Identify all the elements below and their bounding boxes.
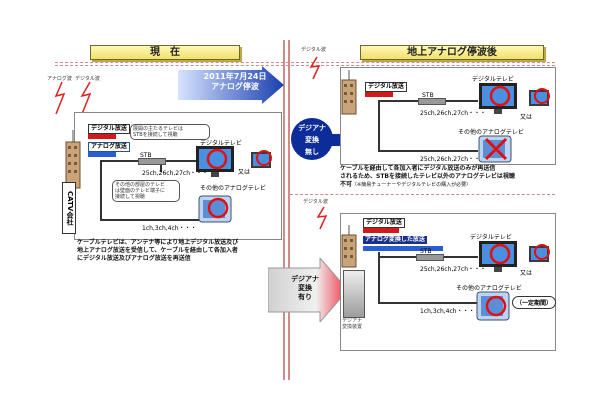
other-analog-tv-label: その他のアナログテレビ bbox=[200, 185, 266, 192]
digital-broadcast-label: デジタル放送 bbox=[363, 218, 405, 228]
badge-line: デジアナ bbox=[298, 124, 326, 132]
cable-to-analog bbox=[378, 150, 478, 152]
lightning-icon bbox=[309, 56, 321, 80]
analog-arrow bbox=[88, 152, 116, 157]
cable-to-analog bbox=[378, 302, 478, 304]
lightning-icon bbox=[54, 81, 92, 115]
cable-vertical bbox=[100, 160, 102, 220]
cable-branch bbox=[160, 160, 162, 172]
digiana-with-label: デジアナ 変換 有り bbox=[285, 275, 325, 302]
other-analog-tv-label: その他のアナログテレビ bbox=[458, 129, 524, 136]
date-line: 2011年7月24日 bbox=[203, 72, 267, 81]
top-dashed-line-2 bbox=[55, 65, 555, 66]
converter-device bbox=[343, 270, 365, 318]
tower-building-icon bbox=[341, 225, 357, 268]
stb-device bbox=[418, 98, 446, 105]
analog-arrow bbox=[363, 246, 443, 251]
small-tv-icon bbox=[529, 88, 550, 106]
after-none-description-main: ケーブルを経由して各加入者にデジタル放送のみが再送信 されるため、STBを接続し… bbox=[340, 165, 515, 188]
date-arrow-shape bbox=[178, 66, 284, 104]
cable-vertical bbox=[378, 252, 380, 304]
stop-line: アナログ停波 bbox=[211, 82, 259, 91]
tower-building-icon bbox=[65, 130, 81, 189]
other-analog-tv-label: その他のアナログテレビ bbox=[456, 285, 522, 292]
after-with-panel bbox=[340, 213, 556, 351]
lightning-icon bbox=[316, 206, 328, 230]
stb-device bbox=[138, 158, 166, 165]
top-dashed-line-1 bbox=[55, 62, 555, 63]
stb-label: STB bbox=[420, 248, 432, 255]
analog-tv-icon bbox=[476, 291, 510, 321]
channel-list-analog: 1ch,3ch,4ch・・・ bbox=[142, 225, 197, 232]
small-tv-icon bbox=[529, 244, 550, 262]
analog-wave-label: アナログ波 bbox=[47, 76, 72, 82]
digital-wave-label-right2: デジタル波 bbox=[303, 199, 328, 205]
channel-list-digital: 25ch,26ch,27ch・・・ bbox=[142, 170, 209, 177]
digital-broadcast-label: デジタル放送 bbox=[88, 124, 130, 134]
after-none-description: ケーブルを経由して各加入者にデジタル放送のみが再送信 されるため、STBを接続し… bbox=[340, 165, 556, 189]
cable-vertical bbox=[378, 100, 380, 152]
stb-device bbox=[416, 254, 444, 261]
other-room-note: その他の部屋のテレビ は壁面のテレビ端子に 接続して視聴 bbox=[112, 180, 180, 202]
digital-tv-label: デジタルテレビ bbox=[470, 234, 512, 241]
current-description: ケーブルテレビは、アンテナ等により地上デジタル放送及び 地上アナログ放送を受信し… bbox=[77, 239, 239, 262]
analog-tv-icon bbox=[198, 195, 232, 223]
with-arrow-shape bbox=[268, 258, 348, 322]
channel-list-digital: 25ch,26ch,27ch・・・ bbox=[420, 266, 487, 273]
main-tv-note: 展開の主たるテレビは STBを接続して視聴 bbox=[130, 124, 210, 140]
catv-label: CATV会社 bbox=[62, 182, 76, 234]
cable-to-analog bbox=[100, 219, 200, 221]
or-label: 又は bbox=[520, 114, 533, 121]
channel-list-analog: 25ch,26ch,27ch・・・ bbox=[420, 156, 487, 163]
digital-arrow bbox=[88, 134, 116, 139]
analog-converted-label: アナログ変換した放送 bbox=[363, 236, 427, 244]
or-label: 又は bbox=[520, 270, 533, 277]
stb-label: STB bbox=[422, 92, 434, 99]
header-current: 現 在 bbox=[90, 45, 240, 60]
digiana-none-badge: デジアナ 変換 無し bbox=[291, 118, 333, 160]
digital-broadcast-label: デジタル放送 bbox=[365, 82, 407, 92]
badge-line: 変換 bbox=[298, 284, 312, 292]
badge-line: 有り bbox=[298, 293, 312, 301]
badge-line: デジアナ bbox=[291, 275, 319, 283]
date-arrow-text: 2011年7月24日 アナログ停波 bbox=[200, 72, 270, 92]
channel-list-digital: 25ch,26ch,27ch・・・ bbox=[420, 110, 487, 117]
limited-period-badge: （一定期間） bbox=[512, 296, 557, 309]
mid-dashed-line bbox=[290, 194, 555, 195]
small-tv-icon bbox=[251, 150, 272, 168]
divider-line-2 bbox=[288, 40, 290, 380]
badge-line: 無し bbox=[305, 148, 319, 156]
channel-list-analog: 1ch,3ch,4ch・・・ bbox=[420, 308, 475, 315]
digital-arrow bbox=[363, 228, 399, 233]
digital-tv-label: デジタルテレビ bbox=[472, 76, 514, 83]
digital-tv-icon bbox=[479, 241, 517, 272]
tower-building-icon bbox=[341, 70, 357, 115]
header-after: 地上アナログ停波後 bbox=[360, 45, 544, 60]
divider-line-1 bbox=[283, 40, 285, 380]
digital-wave-label-left: デジタル波 bbox=[75, 76, 100, 82]
stb-label: STB bbox=[140, 152, 152, 159]
analog-tv-x-icon bbox=[478, 135, 512, 163]
after-none-description-note: （※簡易チューナーやデジタルテレビの購入が必要） bbox=[352, 182, 472, 188]
analog-broadcast-label: アナログ放送 bbox=[88, 142, 130, 152]
digital-tv-icon bbox=[479, 83, 517, 114]
or-label: 又は bbox=[238, 169, 251, 176]
converter-label: デジアナ 変換装置 bbox=[342, 318, 363, 330]
digital-tv-icon bbox=[196, 146, 234, 177]
digital-arrow bbox=[365, 92, 393, 97]
digital-wave-label-right: デジタル波 bbox=[301, 47, 326, 53]
digital-tv-label: デジタルテレビ bbox=[200, 140, 242, 147]
badge-line: 変換 bbox=[305, 136, 319, 144]
